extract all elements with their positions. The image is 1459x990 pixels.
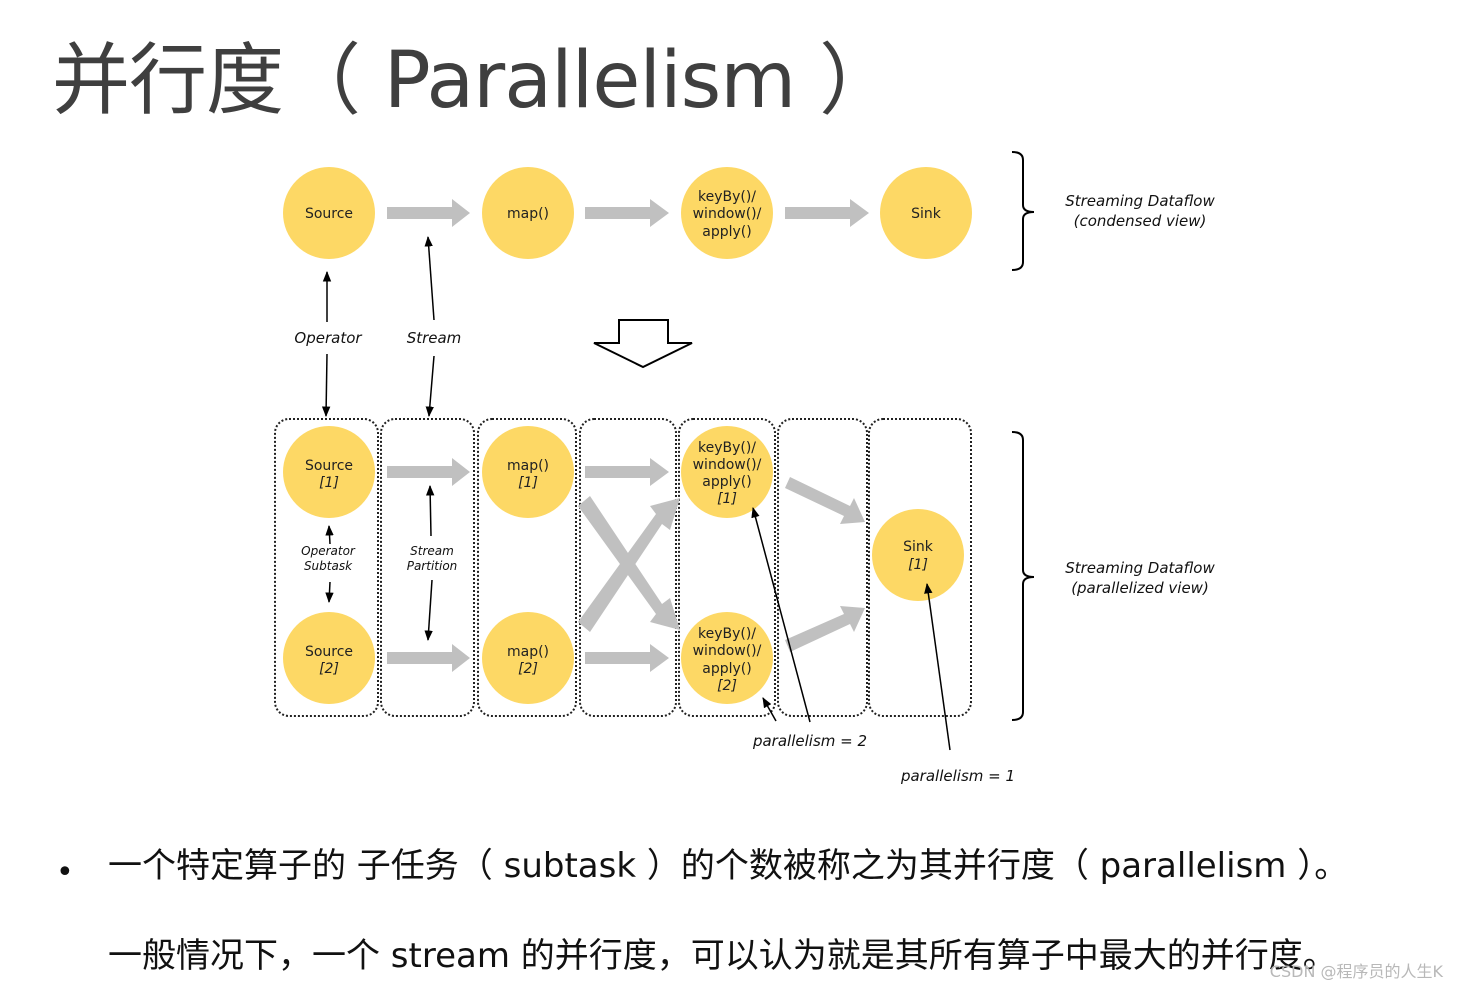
transform-down-arrow-icon [593,319,693,369]
parallelism-1-pointer [924,582,951,751]
partition-box-3 [777,418,868,717]
annotations-top: Operator Stream [294,235,693,418]
node-index: [2] [319,661,339,677]
parallel-view-sublabel: (parallelized view) [1071,579,1209,597]
partition-arrow [387,644,470,672]
operator-subtask-label: Operator [301,544,356,558]
node-index: [2] [518,661,538,677]
parallelism-2-pointer [762,697,777,722]
condensed-view-sublabel: (condensed view) [1074,212,1207,230]
node-label: Sink [911,206,942,222]
brace-parallel [1011,431,1035,721]
node-label: apply() [702,224,751,240]
stream-arrow [585,199,669,227]
parallelism-2-label: parallelism = 2 [752,732,867,750]
node-sink-1: Sink [1] [872,509,964,601]
node-source-1: Source [1] [283,426,375,518]
node-keyby-2: keyBy()/ window()/ apply() [2] [681,612,773,704]
node-label: apply() [702,661,751,677]
node-label: map() [507,644,549,660]
node-label: Source [305,206,353,222]
condensed-view: Source map() keyBy()/ window()/ apply() … [283,151,1215,271]
partition-arrow [585,458,669,486]
node-index: [2] [717,678,737,694]
node-label: map() [507,458,549,474]
bullet-text-2: 一般情况下，一个 stream 的并行度，可以认为就是其所有算子中最大的并行度。 [108,936,1337,976]
bullet-text-1: 一个特定算子的 子任务（ subtask ）的个数被称之为其并行度（ paral… [108,846,1349,886]
subtask-arrow-down [325,581,334,604]
partition-box-1 [380,418,475,717]
subtask-box-sink [868,418,972,717]
condensed-view-label: Streaming Dataflow [1065,192,1215,210]
node-label: keyBy()/ [698,440,756,456]
stream-partition-label: Stream [410,544,454,558]
partition-arrow [585,644,669,672]
node-index: [1] [908,557,928,573]
node-map-2: map() [2] [482,612,574,704]
node-index: [1] [518,475,538,491]
node-sink: Sink [880,167,972,259]
partition-arrow-up [425,484,435,537]
subtask-arrow-up [325,524,334,545]
node-keyby-window-apply: keyBy()/ window()/ apply() [681,167,773,259]
partition-arrow-cross [578,498,680,632]
subtask-box-map [477,418,577,717]
stream-label: Stream [407,329,462,347]
node-source-2: Source [2] [283,612,375,704]
partition-arrow-to-sink [785,477,865,524]
partition-arrow-down [424,579,433,642]
brace-condensed [1011,151,1035,271]
parallelism-2-pointer [751,506,811,723]
stream-arrow [387,199,470,227]
node-map-1: map() [1] [482,426,574,518]
stream-arrow-up [424,235,435,321]
subtask-box-source [274,418,379,717]
node-index: [1] [319,475,339,491]
watermark: CSDN @程序员的人生K [1269,962,1443,981]
node-label: map() [507,206,549,222]
page-title: 并行度（ Parallelism ） [52,36,897,126]
node-label: window()/ [693,206,762,222]
node-label: Source [305,644,353,660]
node-keyby-1: keyBy()/ window()/ apply() [1] [681,426,773,518]
partition-arrow [387,458,470,486]
bullet-icon: • [56,855,74,890]
node-label: keyBy()/ [698,626,756,642]
node-label: window()/ [693,643,762,659]
subtask-box-keyby [678,418,776,717]
node-label: window()/ [693,457,762,473]
stream-partition-label: Partition [407,559,458,573]
node-index: [1] [717,491,737,507]
operator-subtask-label: Subtask [304,559,353,573]
node-label: Source [305,458,353,474]
stream-arrow [785,199,869,227]
node-label: keyBy()/ [698,189,756,205]
operator-label: Operator [294,329,362,347]
node-map: map() [482,167,574,259]
parallel-view: Source [1] Source [2] map() [1] map() [2… [274,418,1215,785]
node-label: apply() [702,474,751,490]
parallelism-1-label: parallelism = 1 [900,767,1015,785]
operator-arrow-down [321,353,331,418]
parallel-view-label: Streaming Dataflow [1065,559,1215,577]
partition-box-2 [579,418,677,717]
node-label: Sink [903,539,934,555]
stream-arrow-down [425,355,435,418]
node-source: Source [283,167,375,259]
partition-arrow-to-sink [785,606,865,652]
